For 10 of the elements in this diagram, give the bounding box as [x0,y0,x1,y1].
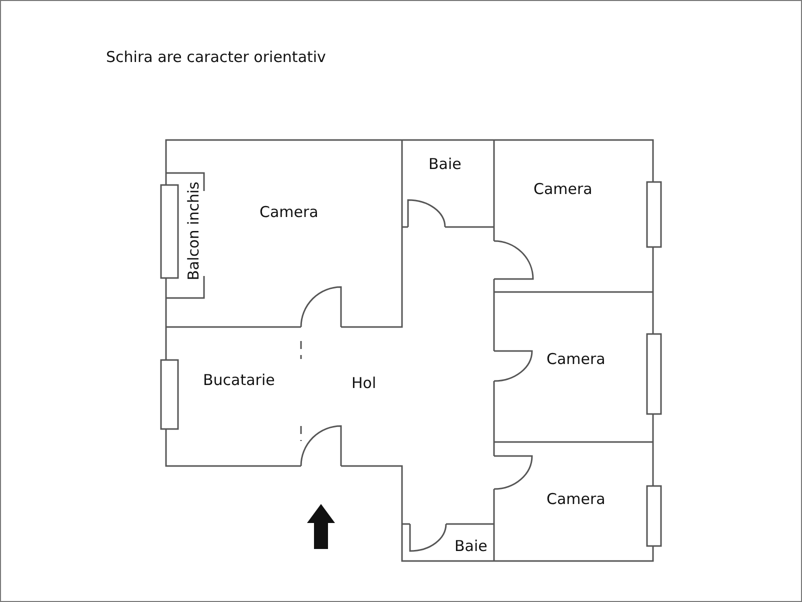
note-text: Schira are caracter orientativ [106,48,326,66]
room-label: Baie [428,155,462,173]
room-label: Camera [546,490,606,508]
room-label: Camera [546,350,606,368]
room-label: Camera [534,180,592,198]
room-label: Baie [454,537,488,555]
room-label: Bucatarie [203,371,275,389]
room-label: Camera [260,203,318,221]
room-label: Hol [352,374,376,392]
room-label: Balcon inchis [184,182,202,280]
